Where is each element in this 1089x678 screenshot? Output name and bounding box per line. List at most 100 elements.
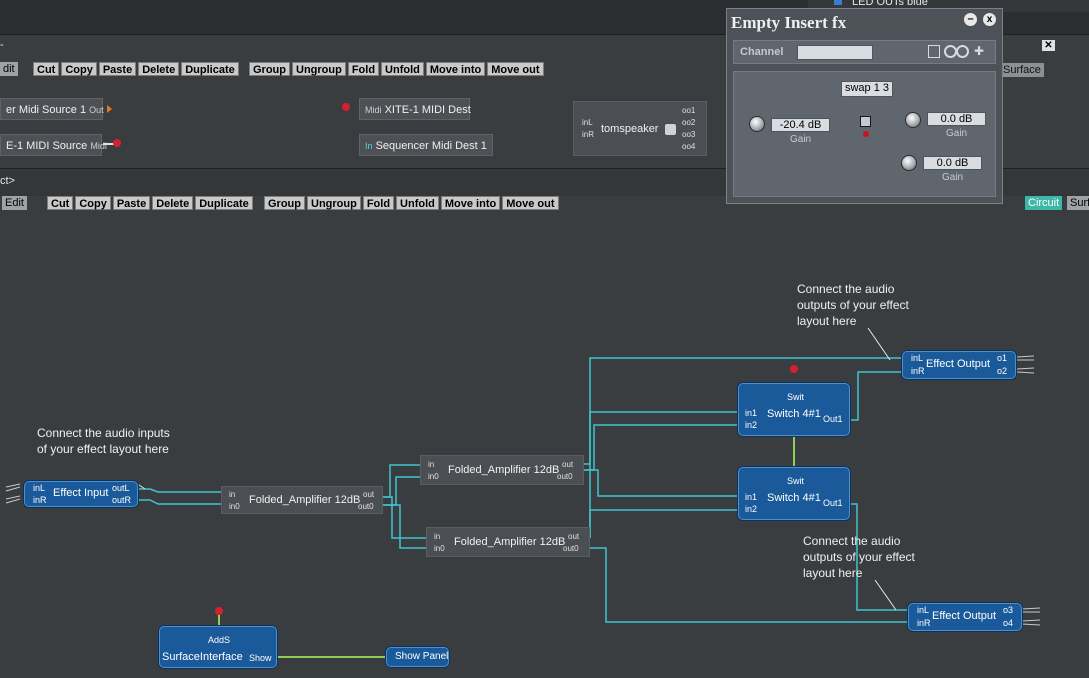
preset-field[interactable]: swap 1 3 [841,81,893,97]
port-oo2[interactable]: oo2 [682,118,696,127]
gain-value[interactable]: -20.4 dB [771,118,830,132]
move-out-button[interactable]: Move out [502,196,559,210]
port-in2[interactable]: in2 [745,420,758,430]
port-out1[interactable]: Out1 [823,498,843,508]
show-panel-module[interactable]: Show Panel [386,647,449,667]
folded-amp-module-a[interactable]: in in0 Folded_Amplifier 12dB out out0 [221,486,383,514]
effect-input-module[interactable]: inL inR Effect Input outL outR [24,481,138,507]
pin-icon[interactable] [342,103,350,111]
port-arrow-icon[interactable] [106,105,112,113]
wire[interactable] [849,503,910,611]
group-button[interactable]: Group [264,196,305,210]
group-button[interactable]: Group [249,62,290,76]
move-out-button[interactable]: Move out [487,62,544,76]
gain-knob[interactable] [905,112,921,128]
midi-dest-module-b[interactable]: In Sequencer Midi Dest 1 [359,134,493,156]
wire[interactable] [383,504,426,549]
port-out[interactable]: out [363,490,375,499]
edit-button[interactable]: dit [0,62,18,76]
move-into-button[interactable]: Move into [425,62,486,76]
mute-checkbox[interactable] [860,116,871,127]
port-in2[interactable]: in2 [745,504,758,514]
port-out1[interactable]: Out1 [823,414,843,424]
port-oo4[interactable]: oo4 [682,142,696,151]
port-in0[interactable]: in0 [229,502,240,511]
port-in[interactable]: in [434,532,441,541]
patch-canvas[interactable] [0,214,1089,678]
cut-button[interactable]: Cut [33,62,60,76]
port-inl[interactable]: inL [582,118,593,127]
unfold-button[interactable]: Unfold [396,196,439,210]
cut-button[interactable]: Cut [47,196,74,210]
effect-output-module-b[interactable]: inL inR Effect Output o3 o4 [908,603,1022,631]
fold-button[interactable]: Fold [362,196,395,210]
wire[interactable] [584,424,740,471]
folded-amp-module-c[interactable]: in in0 Folded_Amplifier 12dB out out0 [426,527,590,557]
port-outr[interactable]: outR [112,495,132,505]
pin-icon[interactable] [790,365,798,373]
channel-field[interactable] [797,45,873,60]
duplicate-button[interactable]: Duplicate [181,62,239,76]
delete-button[interactable]: Delete [138,62,180,76]
wire[interactable] [383,476,420,506]
port-out0[interactable]: out0 [557,472,573,481]
copy-button[interactable]: Copy [61,62,97,76]
unfold-button[interactable]: Unfold [381,62,424,76]
wire[interactable] [138,488,222,493]
port-in[interactable]: in [229,490,236,499]
circuit-tab[interactable]: Circuit [1025,196,1063,210]
wire[interactable] [138,499,222,505]
surface-tab[interactable]: Surf [1067,196,1089,210]
wire[interactable] [589,411,740,538]
port-show[interactable]: Show [249,653,272,663]
wire[interactable] [584,357,903,465]
port-in1[interactable]: in1 [745,492,758,502]
list-item[interactable]: LED OUTs blue [852,0,928,8]
port-oo1[interactable]: oo1 [682,106,696,115]
close-icon[interactable]: ✕ [1042,40,1055,51]
wire[interactable] [383,496,426,539]
surface-tab[interactable]: Surface [1000,63,1044,77]
port-o2[interactable]: o2 [997,366,1008,376]
paste-button[interactable]: Paste [112,196,151,210]
gain-value[interactable]: 0.0 dB [923,156,982,170]
copy-button[interactable]: Copy [75,196,111,210]
port-inl[interactable]: inL [33,483,46,493]
ungroup-button[interactable]: Ungroup [292,62,346,76]
effect-output-module-a[interactable]: inL inR Effect Output o1 o2 [902,351,1016,379]
port-out0[interactable]: out0 [563,544,579,553]
port-in0[interactable]: in0 [428,472,439,481]
pin-icon[interactable] [113,139,121,147]
move-into-button[interactable]: Move into [440,196,501,210]
edit-button[interactable]: Edit [2,196,27,210]
close-icon[interactable]: x [983,13,996,26]
port-out[interactable]: out [568,532,580,541]
port-oo3[interactable]: oo3 [682,130,696,139]
switch-module-a[interactable]: Swit in1 in2 Switch 4#1 Out1 [738,383,850,436]
surface-interface-module[interactable]: AddS SurfaceInterface Show [159,626,277,668]
port-o3[interactable]: o3 [1003,605,1014,615]
port-inr[interactable]: inR [911,366,925,376]
minimize-icon[interactable]: – [964,13,977,26]
port-outl[interactable]: outL [112,483,130,493]
gain-knob[interactable] [901,155,917,171]
port-inr[interactable]: inR [582,130,595,139]
link-icon[interactable] [956,45,969,58]
port-o4[interactable]: o4 [1003,618,1014,628]
switch-module-b[interactable]: Swit in1 in2 Switch 4#1 Out1 [738,467,850,520]
wire[interactable] [584,469,740,497]
port-inr[interactable]: inR [917,618,931,628]
port-in1[interactable]: in1 [745,408,758,418]
midi-dest-module-a[interactable]: Midi XITE-1 MIDI Dest [359,98,471,120]
port-out0[interactable]: out0 [358,502,374,511]
delete-button[interactable]: Delete [152,196,194,210]
gain-value[interactable]: 0.0 dB [927,112,986,126]
midi-source-module-a[interactable]: er Midi Source 1 Out [0,98,112,120]
pin-icon[interactable] [215,607,223,615]
fold-button[interactable]: Fold [347,62,380,76]
port-o1[interactable]: o1 [997,353,1008,363]
ungroup-button[interactable]: Ungroup [307,196,361,210]
plugin-icon[interactable]: ✚ [974,44,985,58]
folded-amp-module-b[interactable]: in in0 Folded_Amplifier 12dB out out0 [420,455,584,485]
port-inl[interactable]: inL [911,353,924,363]
